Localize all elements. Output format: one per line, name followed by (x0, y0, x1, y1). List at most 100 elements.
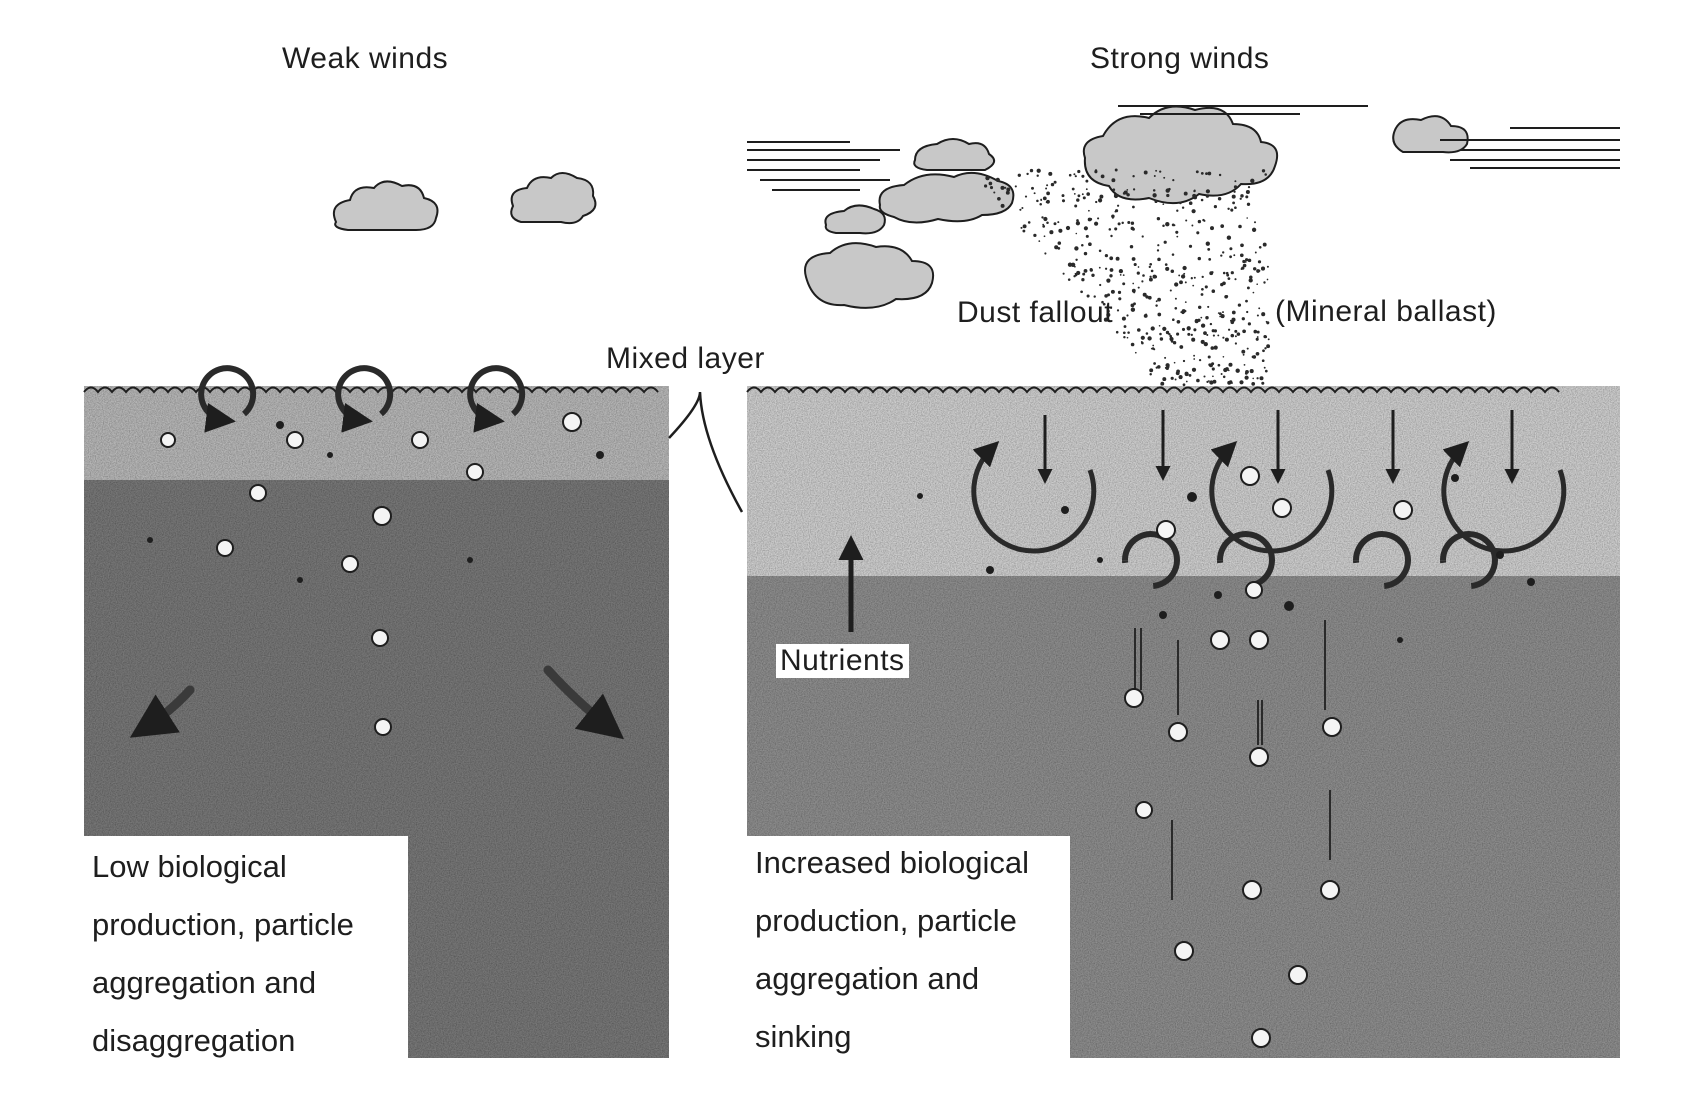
dust-particle (1264, 347, 1266, 349)
dust-particle (1157, 258, 1161, 262)
dust-particle (1166, 331, 1169, 334)
dust-particle (1264, 367, 1266, 369)
dust-particle (1097, 217, 1099, 219)
dust-particle (1201, 323, 1205, 327)
dust-particle (1214, 205, 1217, 208)
dust-particle (1072, 188, 1075, 191)
dust-particle (1198, 220, 1201, 223)
dust-particle (1173, 224, 1175, 226)
dust-particle (1160, 382, 1164, 386)
dust-particle (1176, 333, 1179, 336)
dust-particle (1142, 235, 1144, 237)
dust-particle (1155, 170, 1157, 172)
dust-particle (1245, 370, 1249, 374)
dust-particle (1057, 221, 1059, 223)
cloud-icon (880, 173, 1014, 223)
dust-particle (1164, 357, 1166, 359)
dust-particle (1151, 326, 1155, 330)
dust-particle (1157, 365, 1161, 369)
dust-particle (1262, 349, 1265, 352)
dust-particle (1076, 219, 1079, 222)
dust-particle (1209, 271, 1213, 275)
dust-particle (1191, 277, 1193, 279)
dust-particle (1257, 331, 1260, 334)
dust-particle (1118, 297, 1121, 300)
dust-particle (1076, 198, 1079, 201)
dust-particle (1021, 207, 1023, 209)
dust-particle (1109, 228, 1112, 231)
dust-particle (1132, 283, 1134, 285)
dust-particle (1141, 280, 1143, 282)
dust-particle (1098, 198, 1102, 202)
dust-particle (1258, 260, 1261, 263)
dust-particle (1166, 367, 1169, 370)
dust-particle (1081, 278, 1084, 281)
dust-particle (1141, 342, 1144, 345)
dust-particle (1176, 236, 1178, 238)
dust-particle (1257, 314, 1259, 316)
dust-particle (1074, 205, 1077, 208)
dust-particle (1240, 243, 1244, 247)
dust-particle (1236, 369, 1240, 373)
dust-particle (1111, 290, 1115, 294)
dust-particle (1102, 184, 1104, 186)
cloud-icon (914, 139, 994, 170)
dust-particle (1233, 254, 1235, 256)
dust-particle (1183, 383, 1186, 386)
dust-particle (1038, 240, 1040, 242)
dust-particle (1168, 188, 1171, 191)
dust-particle (1252, 378, 1254, 380)
dust-particle (1256, 352, 1260, 356)
dust-particle (1225, 338, 1229, 342)
dust-particle (1000, 186, 1004, 190)
dust-particle (1191, 225, 1193, 227)
weak-clouds (334, 173, 596, 230)
dust-particle (1231, 318, 1235, 322)
dust-particle (1142, 274, 1145, 277)
dust-particle (1254, 221, 1256, 223)
dust-particle (1083, 196, 1086, 199)
dust-particle (1171, 270, 1175, 274)
dust-particle (1058, 229, 1062, 233)
dust-particle (1085, 180, 1088, 183)
mineral-ballast-label: (Mineral ballast) (1275, 295, 1497, 329)
right-caption: Increased biological production, particl… (755, 834, 1075, 1066)
dust-particle (1265, 336, 1268, 339)
dust-particle (984, 184, 987, 187)
dust-particle (1046, 221, 1049, 224)
dust-particle (993, 191, 995, 193)
dust-particle (1176, 210, 1178, 212)
dust-fallout-label: Dust fallout (957, 296, 1113, 330)
dust-particle (1211, 346, 1215, 350)
dust-particle (1174, 307, 1177, 310)
dust-particle (1198, 257, 1201, 260)
dust-particle (1153, 189, 1156, 192)
dust-particle (1185, 219, 1187, 221)
dust-particle (1213, 335, 1215, 337)
dust-particle (1229, 255, 1232, 258)
dust-particle (1268, 338, 1270, 340)
dust-particle (1026, 173, 1028, 175)
dust-particle (1036, 200, 1039, 203)
dust-particle (1247, 286, 1250, 289)
dust-particle (1155, 304, 1157, 306)
dust-particle (1173, 341, 1176, 344)
dust-particle (1256, 377, 1258, 379)
dust-particle (1203, 331, 1207, 335)
dust-particle (1218, 197, 1221, 200)
dust-particle (1166, 194, 1169, 197)
dust-particle (1157, 249, 1159, 251)
dust-particle (1157, 217, 1160, 220)
cloud-icon (511, 173, 595, 223)
dust-particle (1115, 211, 1117, 213)
dust-particle (1234, 330, 1237, 333)
dust-particle (1237, 332, 1241, 336)
dust-particle (1258, 269, 1261, 272)
dust-particle (1229, 247, 1232, 250)
dust-particle (1127, 331, 1130, 334)
dust-particle (1122, 282, 1125, 285)
dust-particle (1248, 322, 1251, 325)
dust-particle (1192, 285, 1194, 287)
dust-particle (1196, 231, 1199, 234)
